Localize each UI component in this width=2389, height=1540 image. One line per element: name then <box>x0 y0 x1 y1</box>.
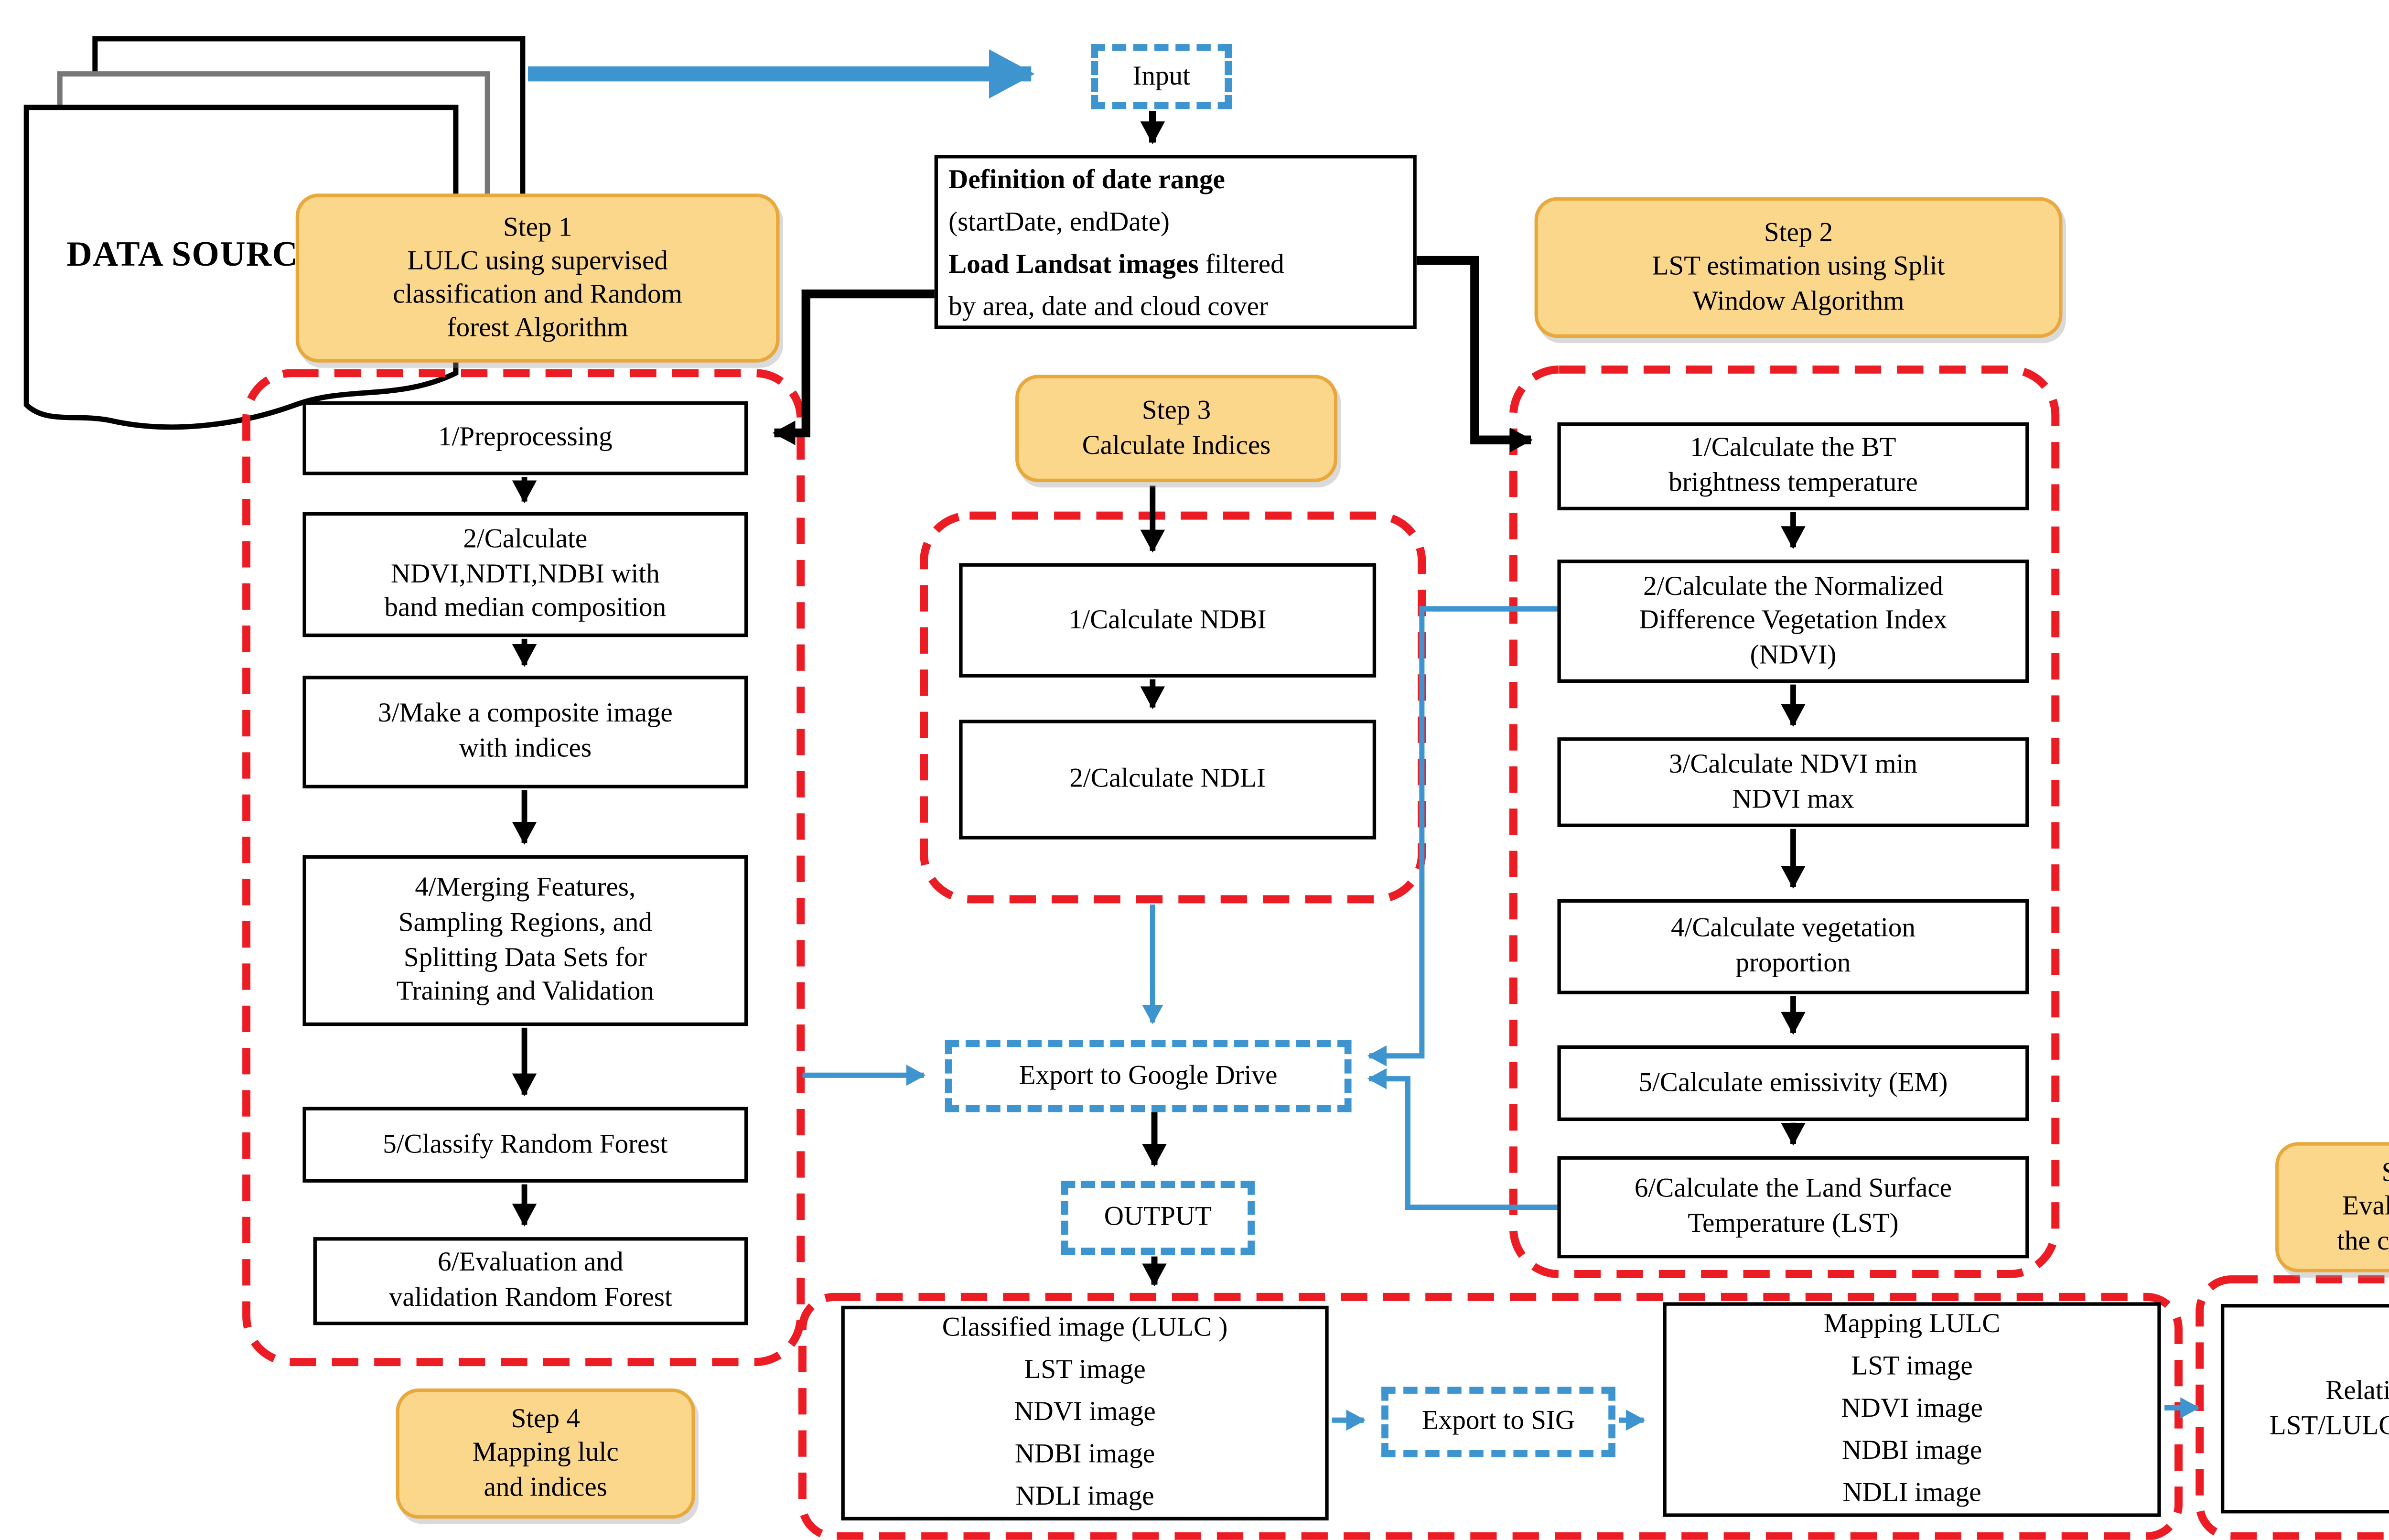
arrow-lst-to-export <box>1367 1068 1558 1210</box>
definition-line3-bold: Load Landsat images <box>948 249 1199 280</box>
step4-container <box>798 1292 2183 1540</box>
step2-box-veg-proportion: 4/Calculate vegetation proportion <box>1557 899 2029 994</box>
relationship-node: Relationship between LST/LULC,NDVI,NDBI,… <box>2220 1304 2389 1514</box>
step5-header: Step 5 Evaluation of the correlation <box>2275 1142 2389 1272</box>
step1-box-merging: 4/Merging Features, Sampling Regions, an… <box>302 855 748 1026</box>
step1-box-preprocessing: 1/Preprocessing <box>302 401 748 475</box>
definition-line4: by area, date and cloud cover <box>948 292 1269 322</box>
step2-header: Step 2 LST estimation using Split Window… <box>1534 197 2063 338</box>
list-item: NDLI image <box>1842 1478 1981 1508</box>
definition-line3: Load Landsat images filtered <box>948 245 1402 287</box>
input-node: Input <box>1091 44 1232 109</box>
step1-title: Step 1 <box>503 212 572 242</box>
blue-arrows <box>527 49 2200 1431</box>
list-item: Mapping LULC <box>1823 1309 2001 1339</box>
definition-line1: Definition of date range <box>948 165 1225 195</box>
step1-subtitle: LULC using supervised classification and… <box>393 246 682 344</box>
step1-box-composite: 3/Make a composite image with indices <box>302 676 748 788</box>
step5-title: Step 5 <box>2382 1156 2389 1190</box>
list-item: LST image <box>1024 1355 1146 1385</box>
step3-subtitle: Calculate Indices <box>1082 430 1271 461</box>
step4-subtitle: Mapping lulc and indices <box>472 1438 619 1502</box>
list-item: Classified image (LULC ) <box>942 1313 1228 1343</box>
step3-header: Step 3 Calculate Indices <box>1015 375 1338 483</box>
step2-box-ndvi: 2/Calculate the Normalized Difference Ve… <box>1557 560 2029 683</box>
step4-header: Step 4 Mapping lulc and indices <box>396 1388 695 1519</box>
arrow-ndvi-to-export <box>1367 606 1558 1066</box>
step3-title: Step 3 <box>1141 396 1211 427</box>
list-item: NDBI image <box>1841 1436 1982 1466</box>
definition-line3-rest: filtered <box>1198 249 1284 280</box>
black-arrows <box>512 111 1806 1287</box>
list-item: NDVI image <box>1014 1397 1156 1427</box>
step5-subtitle: Evaluation of the correlation <box>2337 1192 2389 1256</box>
step2-title: Step 2 <box>1764 218 1833 248</box>
output-node: OUTPUT <box>1061 1181 1255 1255</box>
step1-box-calc-indices: 2/Calculate NDVI,NDTI,NDBI with band med… <box>302 512 748 637</box>
step3-box-ndli: 2/Calculate NDLI <box>959 720 1377 840</box>
step1-container <box>242 369 805 1367</box>
step4-title: Step 4 <box>511 1404 580 1435</box>
step2-box-ndvi-minmax: 3/Calculate NDVI min NDVI max <box>1557 737 2029 828</box>
definition-line2: (startDate, endDate) <box>948 207 1170 238</box>
step1-box-classify: 5/Classify Random Forest <box>302 1107 748 1183</box>
list-item: LST image <box>1851 1351 1973 1382</box>
list-item: NDVI image <box>1841 1393 1983 1424</box>
list-item: NDLI image <box>1015 1482 1154 1512</box>
step2-box-bt: 1/Calculate the BT brightness temperatur… <box>1557 422 2029 511</box>
export-drive-node: Export to Google Drive <box>945 1040 1352 1112</box>
arrow-definition-to-step1 <box>772 289 935 445</box>
step2-box-lst: 6/Calculate the Land Surface Temperature… <box>1557 1156 2029 1259</box>
results-list-left: Classified image (LULC ) LST image NDVI … <box>841 1305 1329 1521</box>
definition-node: Definition of date range (startDate, end… <box>934 155 1417 329</box>
step2-container <box>1509 365 2060 1278</box>
results-list-right: Mapping LULC LST image NDVI image NDBI i… <box>1663 1302 2161 1517</box>
step3-box-ndbi: 1/Calculate NDBI <box>959 563 1377 678</box>
step5-container <box>2195 1275 2389 1540</box>
export-sig-node: Export to SIG <box>1381 1387 1615 1457</box>
list-item: NDBI image <box>1014 1439 1155 1470</box>
step1-header: Step 1 LULC using supervised classificat… <box>295 194 780 363</box>
step-containers <box>242 365 2389 1540</box>
step2-subtitle: LST estimation using Split Window Algori… <box>1652 252 1945 316</box>
step1-box-evaluation: 6/Evaluation and validation Random Fores… <box>313 1237 748 1325</box>
arrow-definition-to-step2 <box>1416 256 1533 452</box>
step2-box-emissivity: 5/Calculate emissivity (EM) <box>1557 1045 2029 1121</box>
